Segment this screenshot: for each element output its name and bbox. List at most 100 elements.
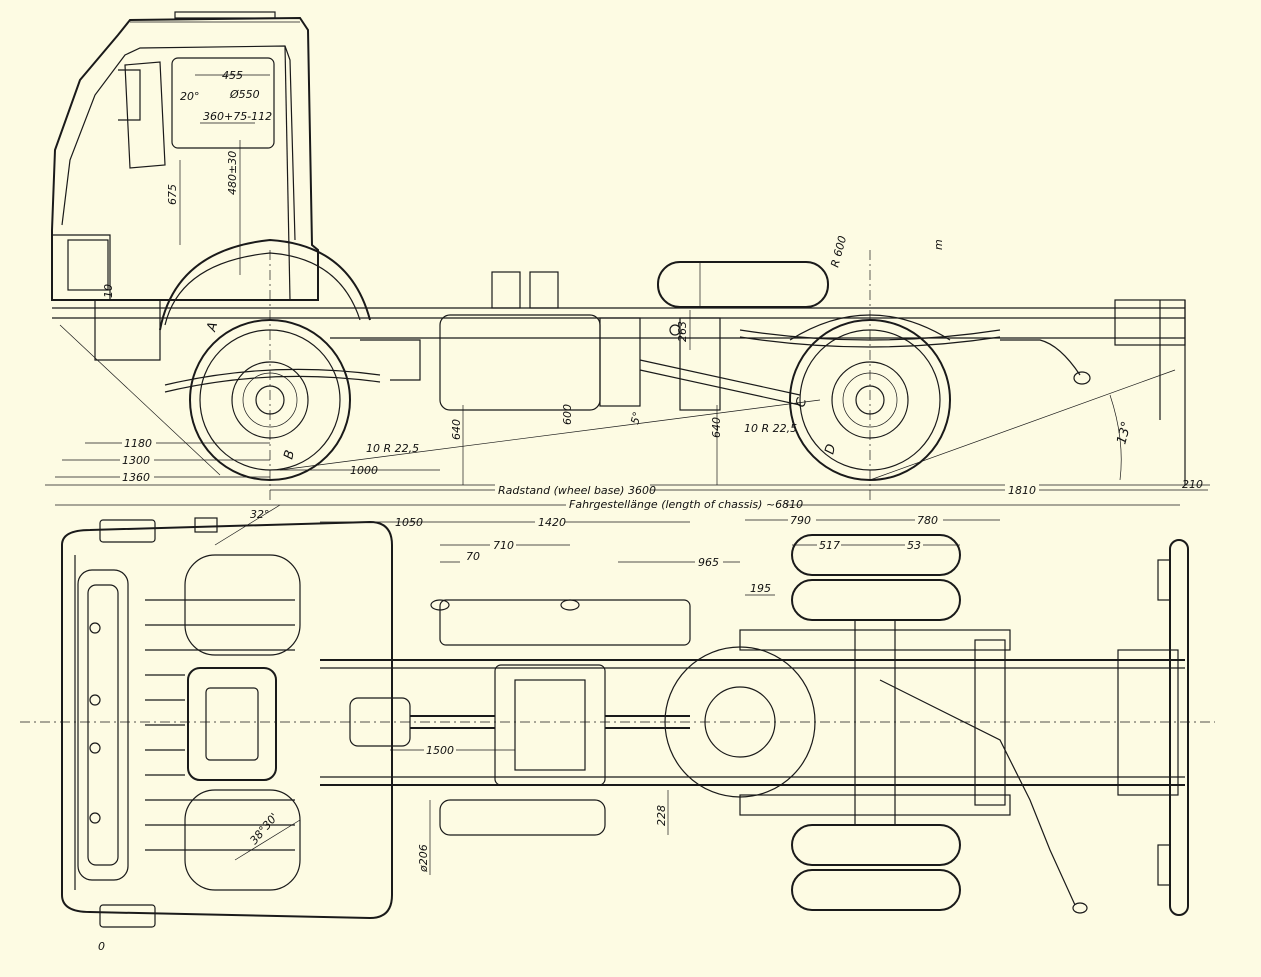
dim-0: 0 [98,940,105,953]
gearbox-top-inner [514,679,586,771]
dim-195: 195 [750,582,771,595]
dim-1810: 1810 [1008,484,1036,497]
side-window [171,57,275,149]
side-view: 455 Ø550 20° 360+75-112 480±30 675 10 A … [45,11,1210,511]
cross-member [679,317,721,411]
rear-lamp-right [1157,844,1171,886]
dim-1360: 1360 [122,471,150,484]
wheelbase-label: Radstand (wheel base) 3600 [498,484,656,497]
dim-600: 600 [561,404,574,425]
dim-790-bg [788,513,816,527]
engine-cover [205,687,259,761]
dim-13deg: 13° [1114,420,1134,446]
rear-left-tyre-inner [791,579,961,621]
grille-outline [77,569,129,881]
tyre-front-label: 10 R 22,5 [366,442,419,455]
exhaust-outlet [1073,371,1091,385]
steering-box [360,339,421,381]
marker-b: B [281,448,298,461]
rear-tyres-top [791,534,961,911]
ramp-line [279,399,821,471]
fuel-filler [560,599,580,611]
exhaust-top [879,679,1076,906]
front-step-left [99,519,156,543]
dim-640a: 640 [450,419,463,440]
engine-block [187,667,277,781]
headlamp-3 [89,742,101,754]
dim-517-bg [817,538,841,552]
spare-wheel-side [657,261,829,308]
dim-360: 360+75-112 [203,110,272,123]
rear-right-tyre-inner [791,824,961,866]
spare-wheel [657,261,829,308]
cab-top-outline [61,520,393,920]
dim-780-bg [915,513,943,527]
steer-angle-line-1 [214,504,281,546]
dim-710: 710 [493,539,514,552]
dim-20deg: 20° [180,90,200,103]
cab-inner-outline [61,45,296,241]
dim-1500: 1500 [426,744,454,757]
gearbox-top [494,664,606,786]
headlamp-2 [89,694,101,706]
grille-inner [87,584,119,866]
dim-53-bg [905,538,923,552]
front-left-tyre-top [184,554,301,656]
dim-70: 70 [466,550,480,563]
dim-965-bg [695,555,723,569]
tyre-rear-label: 10 R 22,5 [744,422,797,435]
dim-210: 210 [1182,478,1203,491]
dim-480: 480±30 [226,151,239,195]
gearbox-bellhousing [599,317,641,407]
exhaust-top-outlet [1072,902,1088,914]
exhaust-pipe [1000,339,1081,376]
cab-rear-pillar [284,45,291,301]
dim-780: 780 [917,514,938,527]
front-spring [164,368,381,386]
dim-32deg: 32° [250,508,270,521]
dim-1300: 1300 [122,454,150,467]
wheelbase-bg [495,483,650,497]
dim-1050: 1050 [395,516,423,529]
cab-outline [51,16,319,301]
headlight-area [67,239,109,291]
cab-top [61,504,393,928]
front-wheel-arch [159,238,371,331]
mirror [118,69,141,121]
dim-517: 517 [819,539,840,552]
headlamp-4 [89,812,101,824]
bumper-front [52,234,111,300]
cab-side [51,11,371,361]
door-window [124,61,166,169]
approach-angle-line [59,324,221,476]
air-tank-top [439,799,606,836]
marker-a: A [204,321,221,334]
rear-axle-diff [704,686,776,758]
chassis-length-bg [566,497,786,511]
dim-710-bg [490,538,516,552]
dim-5deg: 5° [628,410,644,425]
dim-1000: 1000 [350,464,378,477]
departure-angle-arc [1109,394,1122,481]
dim-1420: 1420 [538,516,566,529]
steer-angle-line-2 [234,819,301,861]
filter-2 [529,271,559,309]
dim-1180-bg [122,436,156,450]
headlamp-1 [89,622,101,634]
dim-206: ø206 [417,844,430,873]
roof-vent [174,11,276,19]
dim-550: Ø550 [229,88,260,101]
fuel-tank-top [439,599,691,646]
top-view: 1050 1420 710 70 965 790 780 517 53 195 … [20,504,1215,953]
filter-1 [491,271,521,309]
radiator-slats [145,599,295,851]
rear-right-tyre-outer [791,869,961,911]
dim-1180: 1180 [124,437,152,450]
tank-cap [430,599,450,611]
frame-bolt [669,324,681,336]
dim-228: 228 [655,805,668,826]
dim-1360-bg [120,470,154,484]
rear-bumper [1169,539,1189,916]
dim-1500-bg [424,743,456,757]
